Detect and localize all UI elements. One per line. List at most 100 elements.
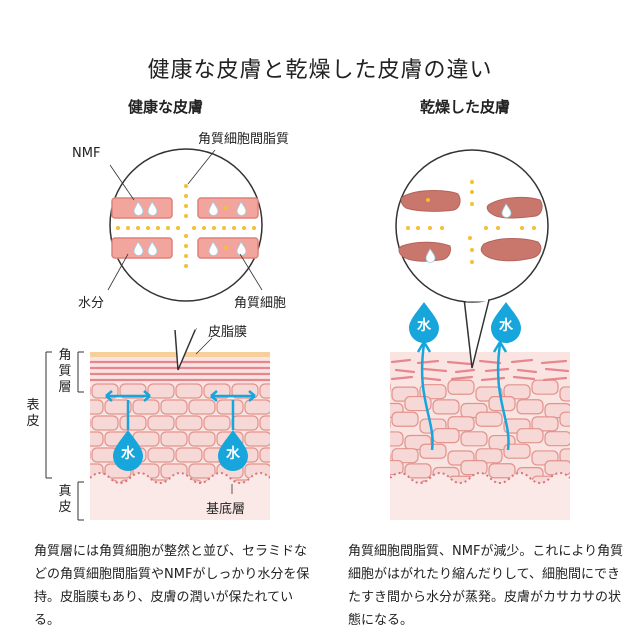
epidermis-cell [259,415,270,431]
dry-skin-section [390,352,570,520]
epidermis-cell [390,431,404,447]
magnifier-circle-healthy [109,148,263,302]
svg-text:水: 水 [499,317,514,334]
epidermis-cell [147,383,175,399]
epidermis-cell [104,399,132,415]
healthy-skin-section [90,352,270,520]
epidermis-cell [559,411,570,427]
corneocyte [398,241,451,262]
epidermis-cell [516,428,544,444]
corneocyte-label: 角質細胞 [234,296,287,311]
epidermis-cell [475,411,503,427]
corneocyte [480,238,542,262]
epidermis-cell [404,463,432,479]
epidermis-cell [231,415,259,431]
epidermis-cell [259,447,270,463]
epidermis-cell [216,399,244,415]
epidermis-cell [390,478,391,488]
epidermis-cell [90,450,91,460]
epidermis-cell [90,431,104,447]
magnifier-pointer [463,295,491,369]
epidermis-cell [147,447,175,463]
intercellular-lipid-dots [116,184,256,268]
svg-text:水: 水 [121,445,136,462]
epidermis-cell [432,399,460,415]
healthy-description: 角質層には角質細胞が整然と並び、セラミドなどの角質細胞間脂質やNMFがしっかり水… [34,544,310,628]
epidermis-cell [147,415,175,431]
dermis-area [90,473,270,520]
dermis-label: 真皮 [58,484,72,515]
epidermis-cell [132,399,160,415]
sebum-film-label: 皮脂膜 [208,325,248,340]
corneocyte [486,196,543,219]
epidermis-cell [419,384,447,400]
water-drop-icon: 水 [113,430,143,471]
water-retention-arrows [105,390,256,430]
nmf-droplets [133,201,247,256]
nmf-droplets [425,198,512,263]
epidermis-cell [390,382,391,392]
basal-layer-label: 基底層 [206,502,246,517]
broken-corneum-lines [390,358,570,382]
epidermis-cell [544,431,570,447]
epidermis-cell [259,383,270,399]
intercellular-lipid-dots [406,180,536,264]
epidermis-cell [175,415,203,431]
epidermis-cell [390,459,404,476]
epidermis-cell [390,453,391,463]
magnifier-circle-dry [395,149,549,303]
water-drop-icon: 水 [409,302,439,343]
corneocyte [400,190,461,212]
epidermis-cell [391,448,419,464]
epidermis-cell [488,463,516,479]
epidermis-cell [559,448,570,464]
intercellular-lipid-label: 角質細胞間脂質 [198,132,290,147]
epidermis-label: 表皮 [26,398,40,429]
epidermis-cell [175,383,203,399]
dry-corneocytes [398,190,543,262]
epidermis-cell [391,411,419,427]
healthy-skin-heading: 健康な皮膚 [128,98,204,116]
epidermis-cell [503,384,531,400]
epidermis-cell [244,399,270,415]
epidermis-cell [559,386,570,402]
epidermis-cell [188,463,216,479]
epidermis-cell [447,379,475,395]
epidermis-cell [531,379,559,395]
magnifier-pointer [174,327,197,371]
epidermis-cell [447,416,475,432]
epidermis-cell [516,399,544,415]
dermis-area [390,473,570,520]
epidermis-cell [244,431,270,447]
epidermis-cell [91,415,119,431]
epidermis-cell [175,447,203,463]
layer-brackets [45,351,84,521]
epidermis-cell [203,415,231,431]
epidermis-cell [432,428,460,444]
nmf-label: NMF [72,146,101,161]
leader-lines [107,149,263,494]
dry-skin-heading: 乾燥した皮膚 [420,98,511,116]
basal-layer-line [390,472,570,484]
epidermis-cell [390,419,391,429]
dry-description: 角質細胞間脂質、NMFが減少。これにより角質細胞がはがれたり縮んだりして、細胞間… [348,544,624,628]
epidermis-cell [119,415,147,431]
water-label: 水分 [78,296,105,311]
epidermis-cell [460,431,488,447]
epidermis-cell [91,383,119,399]
stratum-corneum-label: 角質層 [58,348,72,395]
svg-text:水: 水 [226,445,241,462]
epidermis-cell [188,399,216,415]
epidermis-cell [503,443,531,459]
water-drop-icon: 水 [218,430,248,471]
evaporation-arrows [416,339,510,451]
epidermis-cell [160,399,188,415]
basal-layer-line [90,472,270,484]
svg-text:水: 水 [417,317,432,334]
page-title: 健康な皮膚と乾燥した皮膚の違い [147,58,493,83]
epidermis-cell [531,416,559,432]
epidermis-cell [90,418,91,428]
epidermis-cell [119,383,147,399]
epidermis-cell [188,431,216,447]
